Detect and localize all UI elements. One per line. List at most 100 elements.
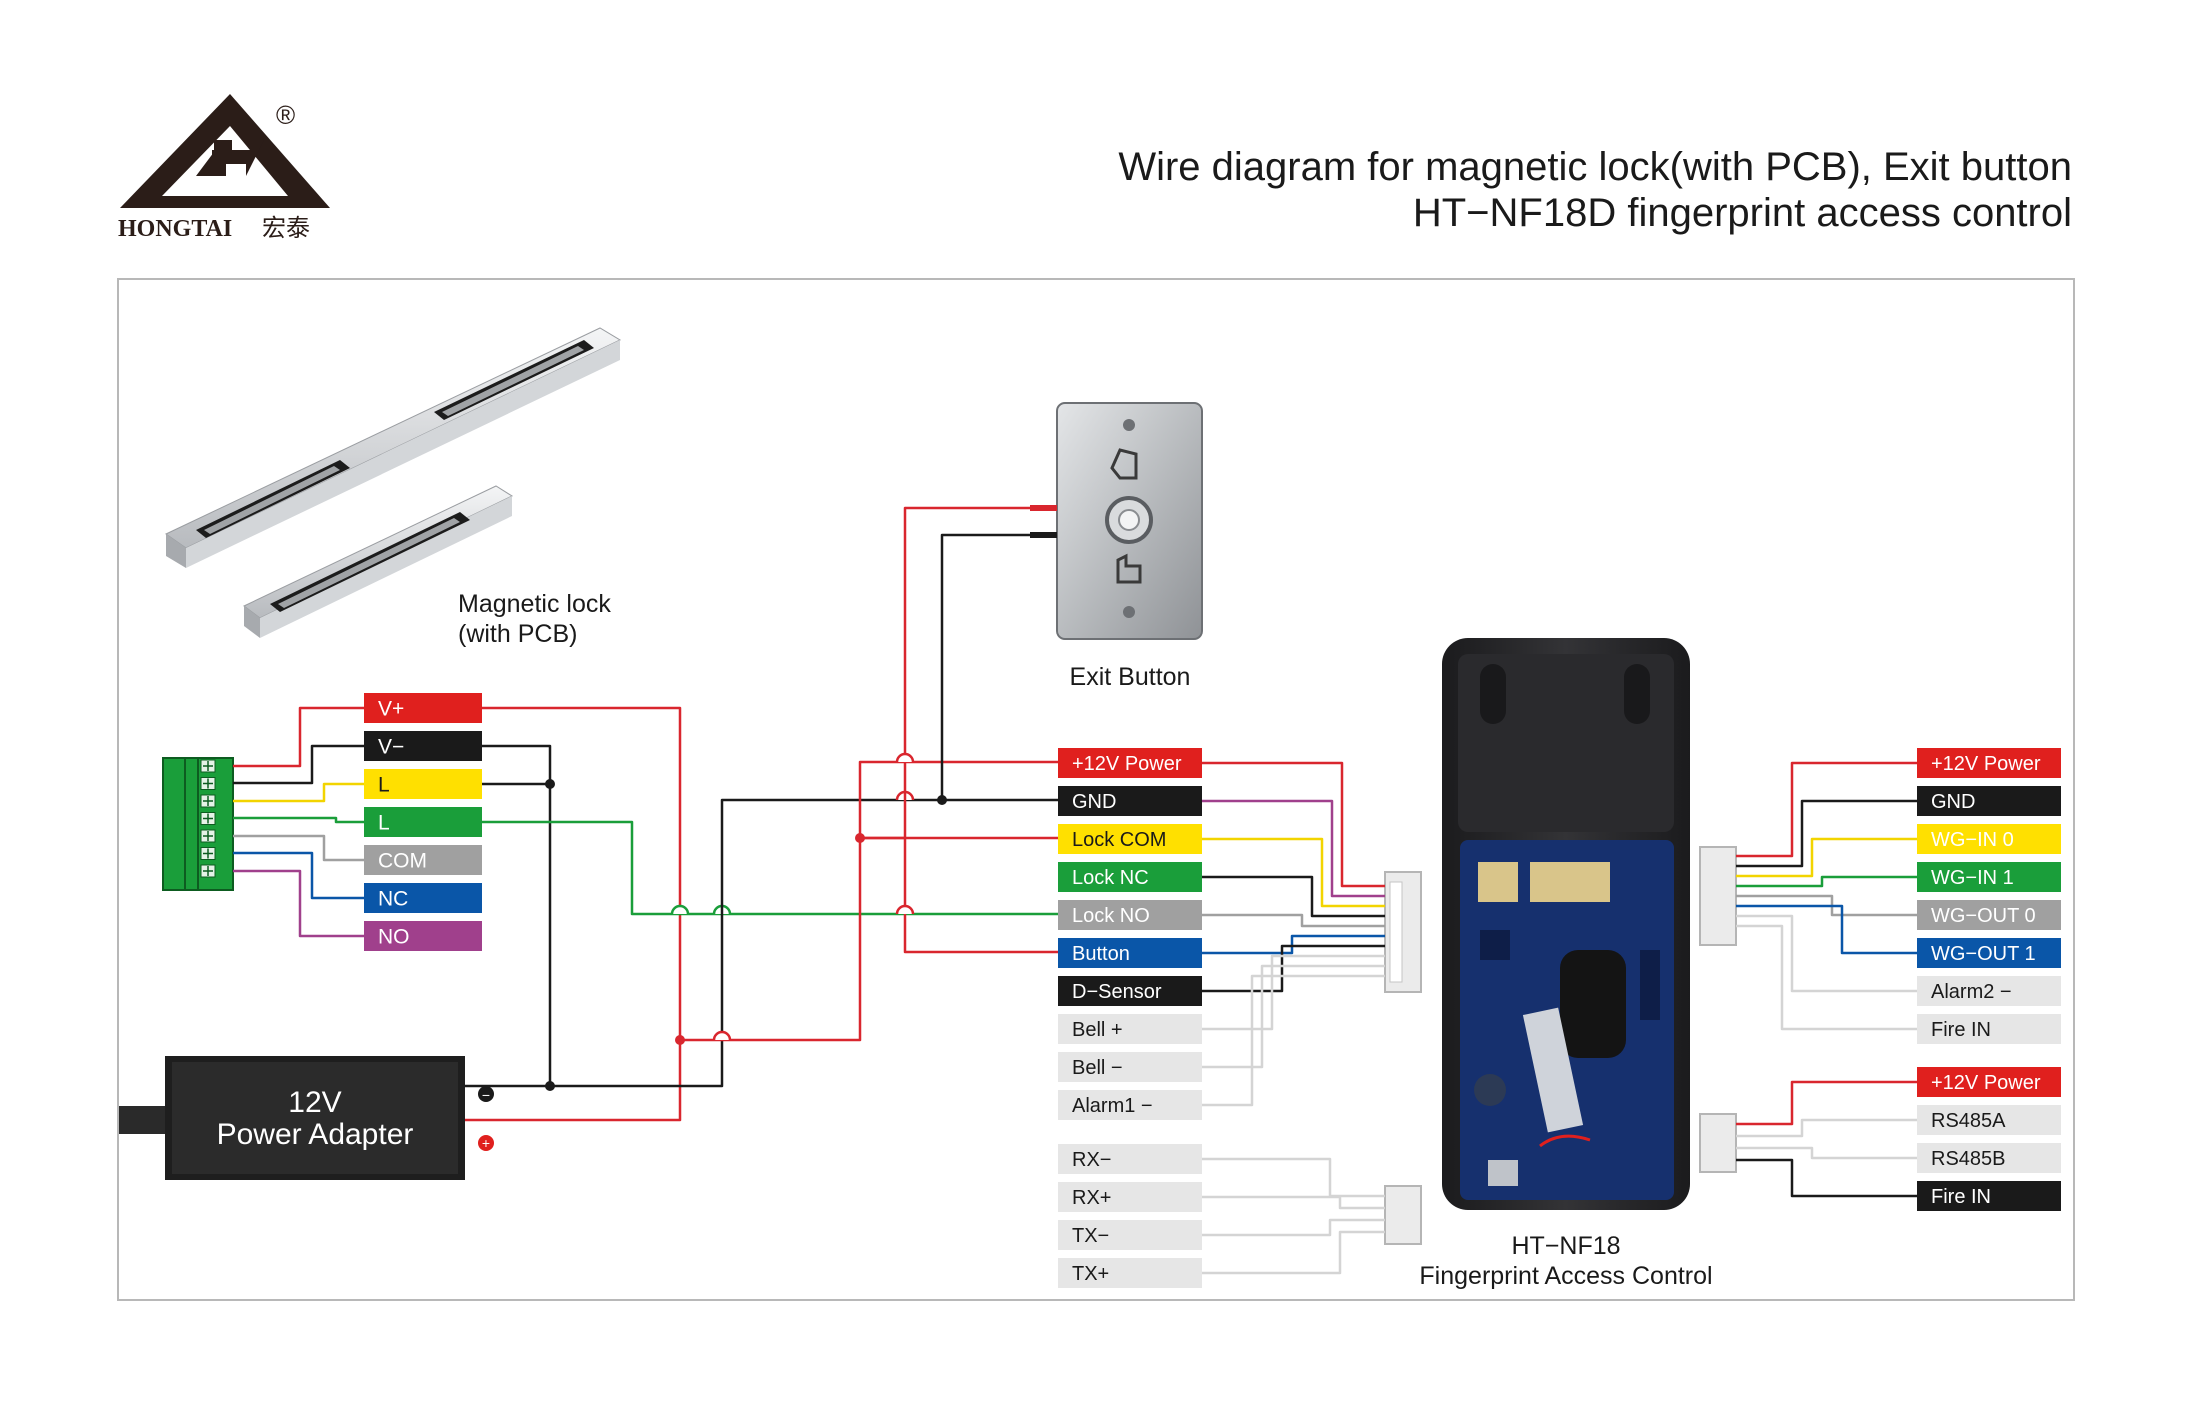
- rs485_connector-label-bg: [1917, 1105, 2061, 1135]
- main-connector-plug: [1384, 871, 1422, 993]
- terminal-screw-icon: [200, 812, 216, 825]
- main_connector-label-bg: [1058, 786, 1202, 816]
- lock_terminals-label-text: COM: [378, 850, 427, 873]
- main_connector-label-text: Lock NO: [1072, 905, 1150, 927]
- main-lead-3: [1202, 875, 1385, 918]
- serial_connector-label-3: TX+: [1058, 1258, 1202, 1288]
- main_connector-label-bg: [1058, 748, 1202, 778]
- serial_connector-label-0: RX−: [1058, 1144, 1202, 1174]
- serial_connector-label-text: TX−: [1072, 1225, 1109, 1247]
- main_connector-label-7: Bell +: [1058, 1014, 1202, 1044]
- main_connector-label-text: +12V Power: [1072, 753, 1182, 775]
- main-lead-0: [1202, 761, 1385, 888]
- serial-lead-2: [1202, 1218, 1385, 1237]
- serial_connector-label-1: RX+: [1058, 1182, 1202, 1212]
- serial-lead-1: [1202, 1195, 1385, 1210]
- diagram-title-line1: Wire diagram for magnetic lock(with PCB)…: [1118, 145, 2072, 189]
- main_connector-label-9: Alarm1 −: [1058, 1090, 1202, 1120]
- lock_terminals-label-bg: [364, 769, 482, 799]
- exit-button-image: [1056, 402, 1203, 640]
- power-adapter-label-line1: 12V: [288, 1086, 341, 1119]
- wiegand_connector-label-text: GND: [1931, 791, 1975, 813]
- wiegand_connector-label-7: Fire IN: [1917, 1014, 2061, 1044]
- wiegand_connector-label-bg: [1917, 786, 2061, 816]
- main_connector-label-text: Button: [1072, 943, 1130, 965]
- main_connector-label-bg: [1058, 1090, 1202, 1120]
- cross-pos-black: [712, 1030, 732, 1041]
- wiegand_connector-label-text: WG−IN 1: [1931, 867, 2014, 889]
- serial_connector-label-text: RX−: [1072, 1149, 1111, 1171]
- lock_terminals-label-text: L: [378, 812, 390, 835]
- main_connector-label-bg: [1058, 1014, 1202, 1044]
- lock_terminals-label-3: L: [364, 807, 482, 837]
- rs485_connector-label-text: Fire IN: [1931, 1186, 1991, 1208]
- serial_connector-label-bg: [1058, 1258, 1202, 1288]
- main_connector-label-text: Lock COM: [1072, 829, 1166, 851]
- main_connector-label-5: Button: [1058, 938, 1202, 968]
- device-label-line1: HT−NF18: [1511, 1232, 1620, 1260]
- main-lead-2: [1202, 837, 1385, 908]
- exit-button-black-wire: [940, 533, 1057, 800]
- psu-gnd-to-main: [550, 798, 1058, 1088]
- lock_terminals-label-bg: [364, 921, 482, 951]
- cross-exit-red-gnd: [895, 752, 915, 763]
- brand-name-cn: 宏泰: [262, 215, 310, 242]
- main_connector-label-bg: [1058, 862, 1202, 892]
- main_connector-label-bg: [1058, 900, 1202, 930]
- main_connector-label-text: GND: [1072, 791, 1116, 813]
- terminal-screw-icon: [200, 794, 216, 808]
- lock-lead-2: [233, 782, 364, 803]
- magnetic-lock-image: [165, 327, 622, 638]
- wiegand-lead-3: [1736, 875, 1917, 888]
- main_connector-label-0: +12V Power: [1058, 748, 1202, 778]
- wiegand_connector-label-text: WG−IN 0: [1931, 829, 2014, 851]
- device-label-line2: Fingerprint Access Control: [1419, 1262, 1712, 1290]
- lock_terminals-label-bg: [364, 731, 482, 761]
- wiegand_connector-label-bg: [1917, 748, 2061, 778]
- rs485-lead-2: [1736, 1146, 1917, 1160]
- cross-no-green: [895, 904, 915, 915]
- exit-button-label: Exit Button: [1070, 663, 1191, 691]
- lock-lead-6: [233, 869, 364, 938]
- main_connector-label-text: Alarm1 −: [1072, 1095, 1153, 1117]
- serial_connector-label-bg: [1058, 1220, 1202, 1250]
- serial_connector-label-text: RX+: [1072, 1187, 1111, 1209]
- lock-green-l-wire: [482, 820, 1058, 916]
- wiegand_connector-label-bg: [1917, 976, 2061, 1006]
- serial_connector-label-2: TX−: [1058, 1220, 1202, 1250]
- wiegand-lead-6: [1736, 914, 1917, 993]
- wiegand_connector-label-text: Fire IN: [1931, 1019, 1991, 1041]
- lock_terminals-label-1: V−: [364, 731, 482, 761]
- main_connector-label-4: Lock NO: [1058, 900, 1202, 930]
- rs485_connector-label-3: Fire IN: [1917, 1181, 2061, 1211]
- main_connector-label-text: D−Sensor: [1072, 981, 1162, 1003]
- lock-v-minus-wire: [482, 744, 552, 1088]
- registered-mark: ®: [276, 100, 295, 130]
- main_connector-label-text: Bell −: [1072, 1057, 1123, 1079]
- rs485-lead-1: [1736, 1118, 1917, 1138]
- wiegand_connector-label-bg: [1917, 938, 2061, 968]
- lock-terminal-block: [162, 757, 234, 891]
- rs485_connector-label-text: RS485A: [1931, 1110, 2006, 1132]
- lock_terminals-label-bg: [364, 693, 482, 723]
- main_connector-label-6: D−Sensor: [1058, 976, 1202, 1006]
- wiegand_connector-label-6: Alarm2 −: [1917, 976, 2061, 1006]
- rs485-lead-3: [1736, 1158, 1917, 1198]
- terminal-screw-icon: [200, 829, 216, 843]
- wiegand-lead-0: [1736, 761, 1917, 858]
- plus-terminal-sign: +: [482, 1135, 490, 1151]
- main_connector-label-bg: [1058, 938, 1202, 968]
- rs485_connector-label-text: +12V Power: [1931, 1072, 2041, 1094]
- main_connector-label-8: Bell −: [1058, 1052, 1202, 1082]
- lock-no-wire: [860, 836, 1058, 954]
- lock-lead-4: [233, 834, 364, 862]
- wiegand_connector-label-4: WG−OUT 0: [1917, 900, 2061, 930]
- wiegand_connector-label-bg: [1917, 824, 2061, 854]
- serial_connector-label-bg: [1058, 1144, 1202, 1174]
- lock_terminals-label-text: NC: [378, 888, 408, 911]
- wiegand_connector-label-text: WG−OUT 0: [1931, 905, 2036, 927]
- minus-terminal-icon: [478, 1086, 494, 1102]
- serial_connector-label-bg: [1058, 1182, 1202, 1212]
- wiegand-lead-1: [1736, 799, 1917, 868]
